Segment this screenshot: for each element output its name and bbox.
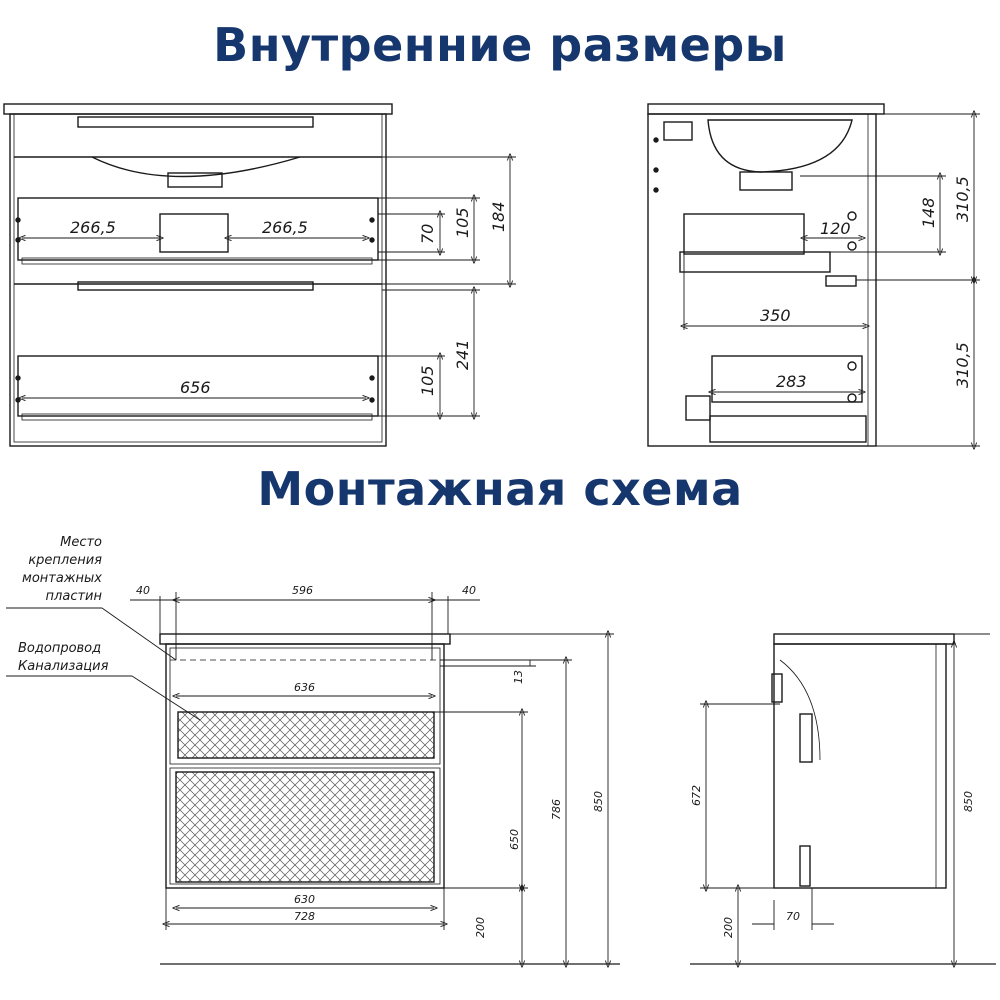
dim-drawer1-depth: 120 (820, 219, 851, 238)
dim-siphon-height: 148 (919, 197, 938, 228)
dim-side-height-200: 200 (722, 917, 735, 938)
mounting-front-dimensions (6, 592, 620, 964)
note-plates-1: Место (60, 535, 102, 550)
dim-height-786: 786 (550, 799, 563, 820)
note-plates-3: монтажных (22, 571, 102, 586)
title-mounting-scheme: Монтажная схема (257, 462, 743, 516)
dim-width-right: 266,5 (262, 218, 308, 237)
side-internal-dimensions (684, 114, 980, 446)
side-internal-view (647, 103, 885, 447)
dim-height-850: 850 (592, 791, 605, 812)
mounting-side-dimensions (690, 633, 996, 964)
dim-height-top: 184 (489, 201, 508, 232)
dim-depth-small: 70 (418, 224, 437, 244)
dim-total-width: 728 (294, 910, 315, 923)
note-utilities-1: Водопровод (18, 641, 101, 656)
note-utilities-2: Канализация (18, 659, 109, 674)
dim-cabinet-depth: 350 (760, 306, 791, 325)
dim-side-depth-70: 70 (786, 910, 800, 923)
mounting-front-view (159, 633, 451, 889)
dim-width-bottom: 656 (180, 378, 211, 397)
dim-bottom-inner: 630 (294, 893, 315, 906)
dim-height-lower: 241 (453, 339, 472, 370)
dim-width-left: 266,5 (70, 218, 116, 237)
mounting-side-view (771, 633, 955, 889)
dim-height-drawer2: 105 (418, 365, 437, 396)
front-internal-view (3, 103, 393, 447)
front-internal-dimensions (22, 157, 516, 416)
note-plates-2: крепления (28, 553, 102, 568)
dim-gap: 13 (512, 670, 525, 684)
dim-height-650: 650 (508, 829, 521, 850)
dim-side-height-672: 672 (690, 785, 703, 806)
dim-side-height-850: 850 (962, 791, 975, 812)
dim-lower-height: 310,5 (953, 342, 972, 388)
dim-inner-width: 636 (294, 681, 315, 694)
dim-upper-height: 310,5 (953, 176, 972, 222)
dim-height-drawer1: 105 (453, 207, 472, 238)
note-plates-4: пластин (46, 589, 103, 604)
dim-drawer2-depth: 283 (776, 372, 807, 391)
title-internal-dimensions: Внутренние размеры (213, 18, 787, 72)
dim-plate-span: 596 (292, 584, 313, 597)
dim-height-200: 200 (474, 917, 487, 938)
dim-offset-right: 40 (462, 584, 476, 597)
dim-offset-left: 40 (136, 584, 150, 597)
